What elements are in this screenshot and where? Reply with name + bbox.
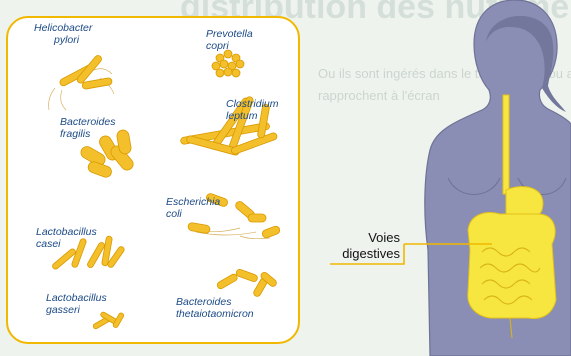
label-bacteroides-thetaiotaomicron: Bacteroides thetaiotaomicron: [176, 296, 254, 320]
species-text: casei: [36, 238, 97, 250]
genus-text: Clostridium: [226, 98, 279, 110]
label-prevotella-copri: Prevotella copri: [206, 28, 253, 52]
label-lactobacillus-gasseri: Lactobacillus gasseri: [46, 292, 107, 316]
species-text: thetaiotaomicron: [176, 308, 254, 320]
genus-text: Bacteroides: [176, 296, 254, 308]
genus-text: Helicobacter: [34, 22, 92, 34]
species-text: coli: [166, 208, 220, 220]
genus-text: Lactobacillus: [36, 226, 97, 238]
species-text: leptum: [226, 110, 279, 122]
genus-text: Lactobacillus: [46, 292, 107, 304]
genus-text: Bacteroides: [60, 116, 115, 128]
genus-text: Prevotella: [206, 28, 253, 40]
genus-text: Escherichia: [166, 196, 220, 208]
species-text: pylori: [34, 34, 92, 46]
label-clostridium-leptum: Clostridium leptum: [226, 98, 279, 122]
label-escherichia-coli: Escherichia coli: [166, 196, 220, 220]
label-bacteroides-fragilis: Bacteroides fragilis: [60, 116, 115, 140]
prevotella-copri-cells: [212, 50, 244, 77]
species-text: copri: [206, 40, 253, 52]
bacteroides-thetaiotaomicron-cells: [216, 268, 278, 297]
label-helicobacter-pylori: Helicobacter pylori: [34, 22, 92, 46]
label-lactobacillus-casei: Lactobacillus casei: [36, 226, 97, 250]
helicobacter-pylori-cells: [49, 54, 114, 110]
species-text: fragilis: [60, 128, 115, 140]
species-text: gasseri: [46, 304, 107, 316]
